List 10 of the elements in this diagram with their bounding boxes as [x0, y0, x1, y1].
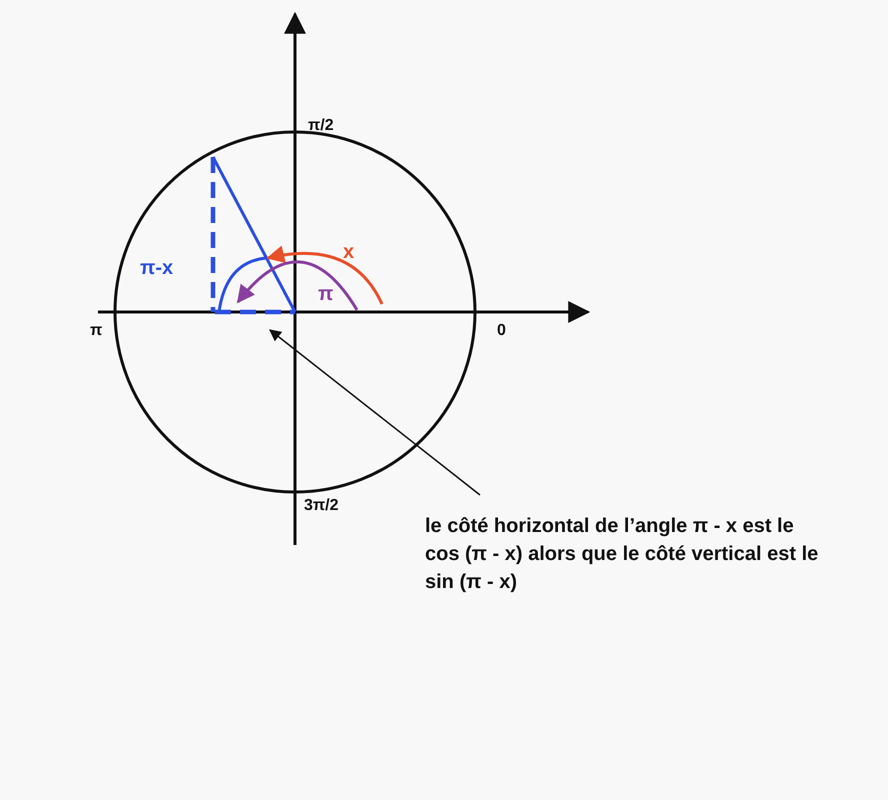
angle-label: x [343, 242, 354, 262]
note-text: le côté horizontal de l’angle π - x est le cos (π - x) alors que le côté vertical est le sin (π - x) [425, 512, 820, 596]
axis-label: 3π/2 [304, 498, 338, 514]
axis-label: π [90, 323, 102, 339]
axis-label: π/2 [308, 118, 334, 134]
angle-label: π-x [140, 258, 174, 278]
leader-line [269, 329, 480, 496]
axis-label: 0 [497, 323, 506, 339]
dashed-cosine-line [215, 310, 295, 314]
angle-label: π [318, 284, 334, 304]
